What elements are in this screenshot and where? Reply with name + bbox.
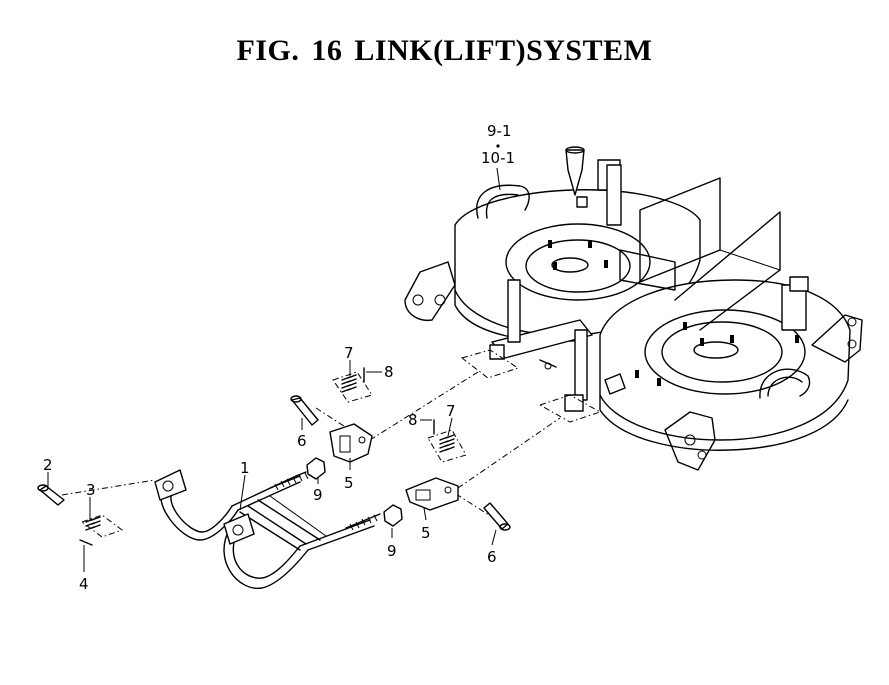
callout-5-upper: 5: [344, 474, 354, 492]
lift-link-assembly: [37, 367, 511, 589]
threaded-rod-lower: [345, 513, 381, 531]
callout-9-upper: 9: [313, 486, 323, 504]
callout-10-1: 10-1: [481, 149, 515, 167]
callout-6-lower: 6: [487, 548, 497, 566]
pin-item-2: [39, 485, 65, 506]
spring-lower: [439, 434, 455, 453]
mower-deck: [404, 146, 863, 471]
pin-lower: [483, 502, 509, 530]
clevis-lower: [405, 477, 459, 511]
pin-item-4: [79, 539, 93, 546]
spring-item-3: [85, 516, 101, 531]
callout-9-lower: 9: [387, 542, 397, 560]
nut-upper: [306, 457, 326, 480]
callout-4: 4: [79, 575, 89, 593]
callout-7-upper: 7: [344, 344, 354, 362]
callout-labels: 1 2 3 4 5 5 6 6 7 7 8 8 9 9 9-1 10-1: [43, 122, 515, 593]
threaded-rod-upper: [269, 471, 309, 491]
callout-7-lower: 7: [446, 402, 456, 420]
assembly-leader-lines: [61, 349, 602, 538]
callout-5-lower: 5: [421, 524, 431, 542]
callout-separator-dot: [496, 144, 500, 148]
callout-9-1: 9-1: [487, 122, 512, 140]
pin-upper: [291, 397, 319, 426]
spring-upper: [341, 374, 357, 393]
callout-3: 3: [86, 481, 96, 499]
figure-title: FIG. 16 LINK(LIFT)SYSTEM: [236, 34, 653, 67]
callout-2: 2: [43, 456, 53, 474]
callout-8-lower: 8: [408, 411, 418, 429]
callout-1: 1: [240, 459, 250, 477]
nut-lower: [383, 504, 403, 527]
callout-8-upper: 8: [384, 363, 394, 381]
clevis-upper: [329, 423, 373, 463]
callout-6-upper: 6: [297, 432, 307, 450]
callout-leaders: [47, 167, 501, 572]
